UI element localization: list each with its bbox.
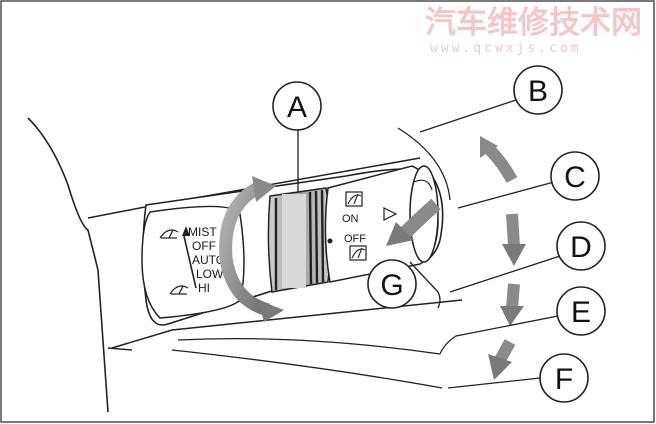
position-arrow-line	[183, 235, 197, 289]
column-joint	[107, 347, 133, 351]
lever-up-arrow	[480, 136, 518, 183]
position-auto-label: AUTO	[192, 253, 225, 267]
callout-b-label: B	[528, 75, 548, 108]
column-shroud-outline	[27, 117, 109, 413]
rotation-arrow-head-top	[252, 176, 276, 202]
washer-on-label: ON	[342, 213, 359, 225]
position-off-label: OFF	[192, 239, 216, 253]
callout-g-label: G	[380, 269, 403, 302]
leader-d	[449, 255, 561, 293]
tip-twist-arrow-head	[386, 222, 414, 246]
lever-down-arrow-2	[500, 283, 524, 326]
callout-f-label: F	[555, 363, 573, 396]
tip-contour	[413, 179, 433, 191]
leader-b-arc	[397, 127, 451, 201]
pointer-marker-icon	[383, 207, 398, 221]
callout-e: E	[556, 286, 606, 336]
callout-a-label: A	[287, 91, 307, 124]
position-mist-label: MIST	[188, 225, 217, 239]
leader-f	[447, 377, 541, 389]
washer-off-label: OFF	[344, 233, 366, 245]
leader-e	[439, 315, 559, 355]
callout-e-label: E	[571, 296, 591, 329]
position-low-label: LOW	[196, 267, 224, 281]
callout-c: C	[550, 151, 600, 201]
wiper-mist-icon	[159, 229, 179, 239]
callout-b: B	[513, 65, 563, 115]
leader-b	[419, 99, 517, 133]
leader-d-tail	[409, 261, 441, 309]
rear-washer-off-icon	[349, 245, 367, 261]
ring-rotation-arrow	[219, 180, 271, 317]
callout-a: A	[272, 81, 322, 131]
callout-d-label: D	[570, 231, 592, 264]
rotation-arrow-head-bottom	[258, 300, 284, 322]
ring-knurling	[274, 189, 325, 290]
watermark-title: 汽车维修技术网	[425, 5, 642, 41]
callout-g: G	[367, 259, 417, 309]
position-hi-label: HI	[198, 281, 210, 295]
column-lower-edge	[111, 299, 463, 349]
leader-c	[457, 181, 555, 209]
callout-c-label: C	[564, 161, 586, 194]
leader-f-tail	[171, 349, 443, 389]
ring-highlight	[282, 194, 306, 288]
callout-f: F	[539, 353, 589, 403]
wiper-hi-icon	[169, 285, 189, 295]
leader-e-tail	[177, 337, 441, 355]
callout-d: D	[556, 221, 606, 271]
position-arrow-head	[182, 226, 190, 236]
lever-down-arrow-1	[502, 213, 526, 266]
rear-washer-on-icon	[345, 191, 363, 207]
position-dot	[327, 238, 333, 244]
watermark-url: www.qcwxjs.com	[430, 41, 582, 56]
lever-down-arrow-3	[488, 339, 516, 380]
